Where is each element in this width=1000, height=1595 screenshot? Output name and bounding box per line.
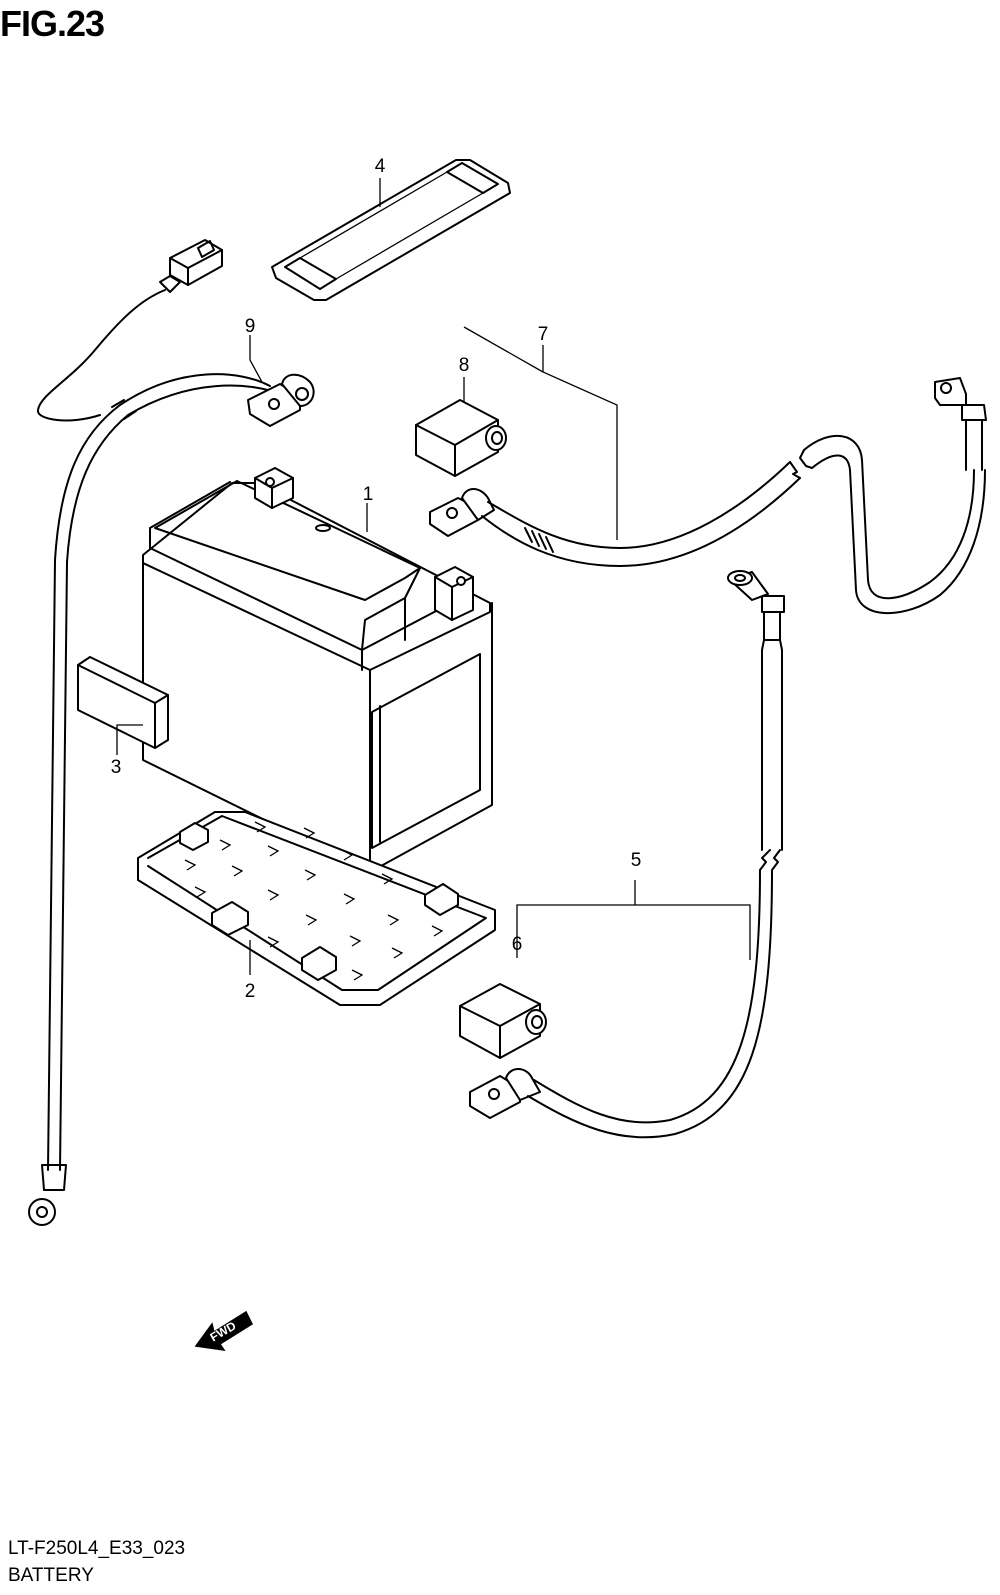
battery-label[interactable]: [77, 656, 169, 749]
callout-8: 8: [459, 355, 470, 376]
callout-6: 6: [512, 934, 523, 955]
diagram-code: LT-F250L4_E33_023: [8, 1538, 186, 1559]
callout-2: 2: [245, 981, 256, 1002]
negative-cable[interactable]: [469, 570, 785, 1139]
battery-tray[interactable]: [137, 811, 496, 1006]
callout-7: 7: [538, 324, 549, 345]
fwd-arrow: FWD: [194, 1310, 253, 1351]
terminal-cap-8[interactable]: [415, 399, 507, 477]
battery-strap[interactable]: [271, 159, 511, 301]
callout-5: 5: [631, 850, 642, 871]
callout-3: 3: [111, 757, 122, 778]
callout-1: 1: [363, 484, 374, 505]
callout-9: 9: [245, 316, 256, 337]
battery[interactable]: [142, 467, 493, 873]
positive-cable[interactable]: [429, 377, 987, 615]
terminal-cap-6[interactable]: [459, 983, 547, 1059]
callout-4: 4: [375, 156, 386, 177]
leader-lines: [116, 178, 751, 975]
figure-title: FIG.23: [0, 3, 105, 44]
wire-harness[interactable]: [28, 239, 315, 1226]
diagram-name: BATTERY: [8, 1565, 94, 1586]
